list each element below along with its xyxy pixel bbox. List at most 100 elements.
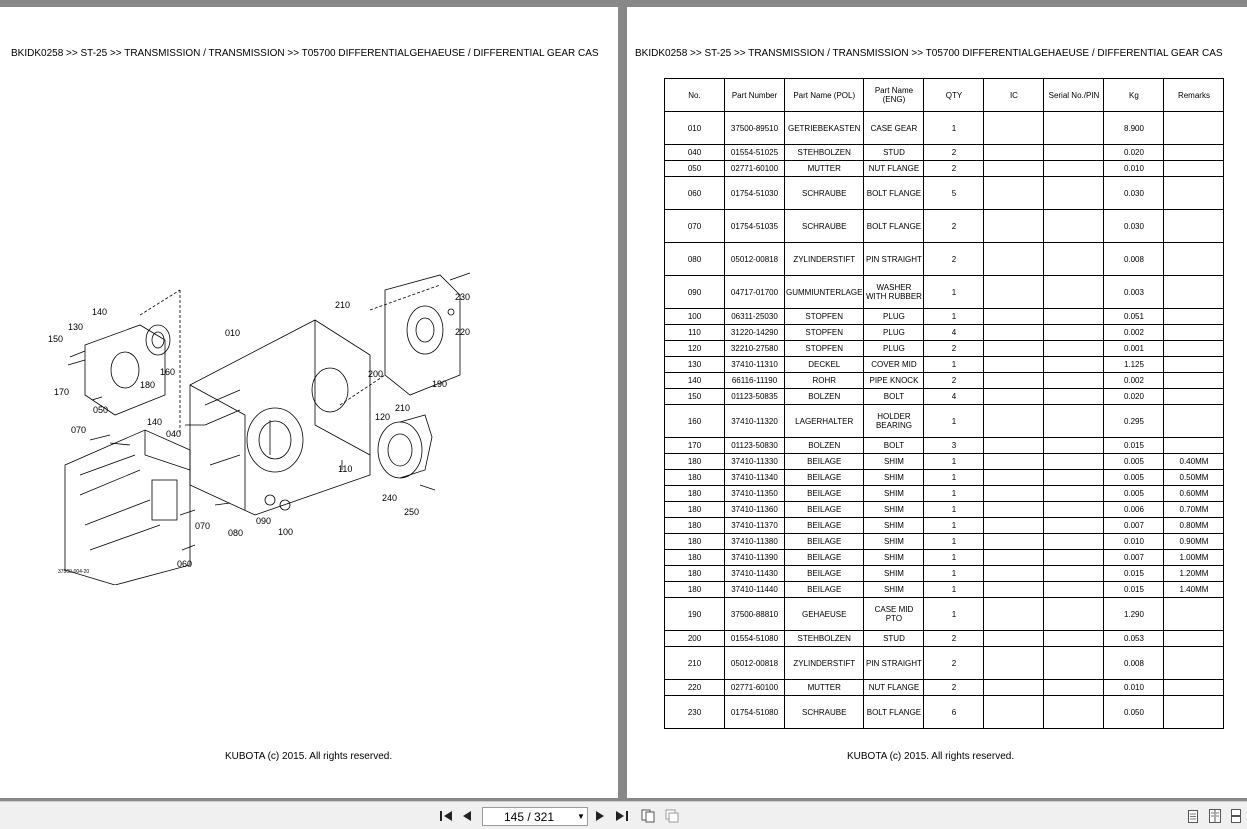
table-cell: 0.051	[1103, 308, 1165, 325]
table-cell: 2	[923, 340, 985, 357]
table-cell: CASE MID PTO	[863, 597, 925, 631]
table-cell: BOLZEN	[783, 388, 865, 405]
left-page: BKIDK0258 >> ST-25 >> TRANSMISSION / TRA…	[0, 7, 618, 798]
continuous-view-button[interactable]	[664, 808, 680, 824]
table-cell: PIN STRAIGHT	[863, 242, 925, 276]
table-cell	[983, 209, 1045, 243]
table-cell: 1.20MM	[1163, 565, 1225, 582]
table-cell: 200	[664, 630, 725, 647]
table-cell	[983, 356, 1045, 373]
table-cell	[983, 597, 1045, 631]
table-cell: STEHBOLZEN	[783, 144, 865, 161]
table-cell	[1043, 324, 1105, 341]
table-cell: SHIM	[863, 517, 925, 534]
table-cell: 100	[664, 308, 725, 325]
table-cell	[983, 160, 1045, 177]
table-cell: 180	[664, 565, 725, 582]
single-page-layout-button[interactable]	[1186, 808, 1200, 824]
facing-pages-icon	[1209, 809, 1221, 823]
callout-label: 070	[71, 425, 86, 435]
table-cell: STUD	[863, 630, 925, 647]
callout-label: 010	[225, 328, 240, 338]
table-cell	[1043, 549, 1105, 566]
table-cell	[983, 533, 1045, 550]
table-cell: PLUG	[863, 324, 925, 341]
table-cell: 0.002	[1103, 372, 1165, 389]
table-cell: 180	[664, 517, 725, 534]
table-cell: NUT FLANGE	[863, 160, 925, 177]
table-cell: BOLT	[863, 437, 925, 454]
table-cell: SCHRAUBE	[783, 176, 865, 210]
table-cell	[983, 485, 1045, 502]
table-cell: 0.002	[1103, 324, 1165, 341]
table-cell: 0.015	[1103, 581, 1165, 598]
table-cell	[983, 565, 1045, 582]
column-header: Kg	[1103, 78, 1165, 112]
table-cell: 2	[923, 646, 985, 680]
table-cell: NUT FLANGE	[863, 679, 925, 696]
table-cell: GEHAEUSE	[783, 597, 865, 631]
table-cell: 37410-11380	[724, 533, 785, 550]
table-cell: 2	[923, 242, 985, 276]
previous-page-button[interactable]	[460, 808, 474, 824]
first-page-button[interactable]	[438, 808, 454, 824]
table-cell: 1	[923, 581, 985, 598]
table-cell	[1043, 533, 1105, 550]
table-cell: 1	[923, 549, 985, 566]
table-cell	[1163, 630, 1225, 647]
table-cell: 37410-11330	[724, 453, 785, 470]
table-cell: BEILAGE	[783, 565, 865, 582]
table-cell	[983, 453, 1045, 470]
diagram-callouts: 140 130 150 170 160 180 050 070 140 040 …	[48, 292, 470, 575]
last-page-button[interactable]	[614, 808, 630, 824]
table-cell	[983, 308, 1045, 325]
callout-label: 210	[395, 403, 410, 413]
single-page-icon	[1188, 809, 1198, 823]
table-cell: 0.40MM	[1163, 453, 1225, 470]
table-cell: 06311-25030	[724, 308, 785, 325]
table-header-row: No. Part Number Part Name (POL) Part Nam…	[664, 78, 1225, 112]
table-cell: 01754-51035	[724, 209, 785, 243]
table-cell	[983, 275, 1045, 309]
breadcrumb: BKIDK0258 >> ST-25 >> TRANSMISSION / TRA…	[635, 48, 1223, 59]
facing-pages-layout-button[interactable]	[1208, 808, 1222, 824]
table-cell: 37410-11440	[724, 581, 785, 598]
table-cell: 0.80MM	[1163, 517, 1225, 534]
table-cell	[983, 679, 1045, 696]
table-cell	[1163, 275, 1225, 309]
table-cell: DECKEL	[783, 356, 865, 373]
two-page-view-button[interactable]	[640, 808, 656, 824]
table-cell: 2	[923, 679, 985, 696]
table-cell: 1	[923, 453, 985, 470]
table-cell: BEILAGE	[783, 501, 865, 518]
callout-label: 220	[455, 327, 470, 337]
callout-label: 090	[256, 516, 271, 526]
continuous-layout-button[interactable]	[1229, 808, 1243, 824]
table-cell: 01123-50835	[724, 388, 785, 405]
table-cell	[983, 630, 1045, 647]
table-cell: PLUG	[863, 308, 925, 325]
table-cell: SCHRAUBE	[783, 695, 865, 729]
table-cell: 1.40MM	[1163, 581, 1225, 598]
table-cell: 37410-11340	[724, 469, 785, 486]
table-cell	[1043, 485, 1105, 502]
next-page-button[interactable]	[593, 808, 607, 824]
table-cell	[983, 646, 1045, 680]
page-number-select[interactable]: 145 / 321 ▼	[482, 807, 588, 826]
table-cell: 01123-50830	[724, 437, 785, 454]
table-cell: 130	[664, 356, 725, 373]
callout-label: 110	[338, 464, 352, 474]
table-cell: 0.60MM	[1163, 485, 1225, 502]
table-cell: 0.70MM	[1163, 501, 1225, 518]
